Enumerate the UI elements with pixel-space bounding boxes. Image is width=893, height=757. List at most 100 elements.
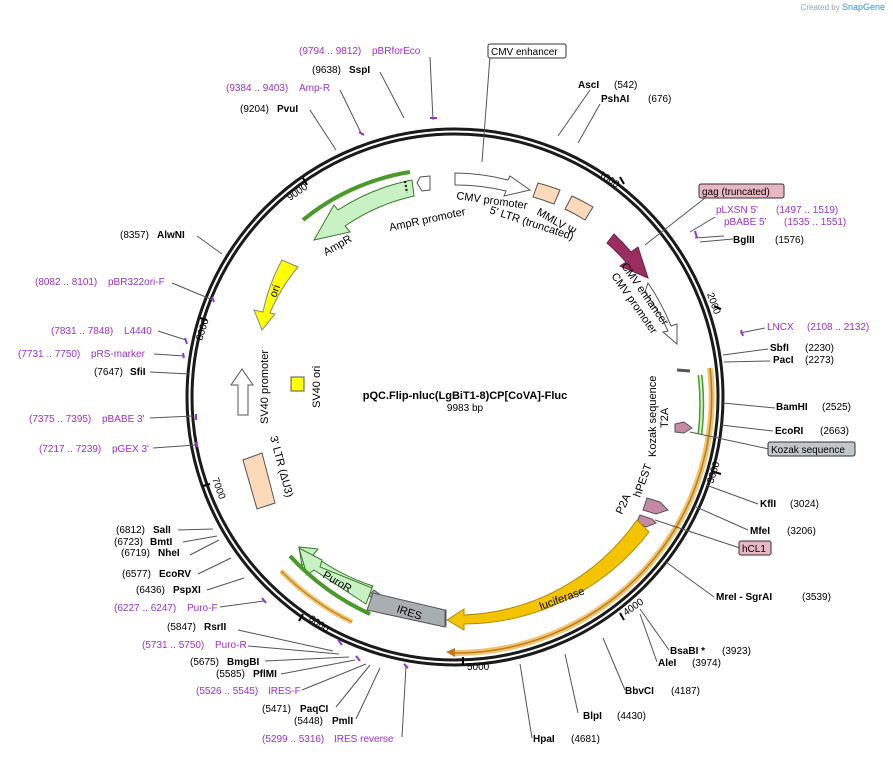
site-name[interactable]: PacI xyxy=(773,355,794,366)
hpest-feature[interactable] xyxy=(642,497,669,515)
site-name[interactable]: PshAI xyxy=(601,94,630,105)
primer-mark xyxy=(358,131,365,136)
cmv-promoter-top-arrow[interactable] xyxy=(454,172,532,197)
primer-mark xyxy=(211,296,215,303)
ampr-promoter-arrow[interactable] xyxy=(416,175,431,192)
site-name[interactable]: BglII xyxy=(733,235,755,246)
primer-name[interactable]: IRES-F xyxy=(268,686,301,697)
luciferase-arrow[interactable] xyxy=(446,519,650,631)
site-name[interactable]: MfeI xyxy=(750,526,770,537)
primer-mark xyxy=(355,655,361,662)
primer-name[interactable]: pRS-marker xyxy=(91,349,146,360)
site-name[interactable]: MreI - SgrAI xyxy=(716,592,772,603)
credit-prefix: Created by xyxy=(800,3,840,12)
mmlv-psi-feature[interactable] xyxy=(564,195,594,221)
site-name: gag (truncated) xyxy=(702,187,770,198)
site-name[interactable]: PaqCI xyxy=(300,704,329,715)
snapgene-logo: SnapGene xyxy=(841,2,885,12)
callout-line xyxy=(335,664,371,708)
primer-name[interactable]: pBR322ori-F xyxy=(108,277,165,288)
primer-name[interactable]: pLXSN 5' xyxy=(716,205,758,216)
callout-line xyxy=(309,109,337,151)
primer-name[interactable]: pBABE 3' xyxy=(102,414,145,425)
callout-line xyxy=(699,238,734,243)
site-name[interactable]: SbfI xyxy=(770,343,789,354)
primer-name[interactable]: LNCX xyxy=(767,322,794,333)
site-name[interactable]: NheI xyxy=(158,548,180,559)
gag-arrow[interactable] xyxy=(606,233,649,279)
site-name[interactable]: PvuI xyxy=(277,104,298,115)
ires-band[interactable] xyxy=(366,592,446,628)
site-name[interactable]: AleI xyxy=(658,658,677,669)
callout-line xyxy=(564,653,579,714)
callout-line xyxy=(379,71,405,119)
puror-orange-line xyxy=(280,570,353,623)
long-orf-arc-line xyxy=(451,367,713,654)
site-coord: (2525) xyxy=(822,402,851,413)
site-name[interactable]: BlpI xyxy=(583,711,602,722)
kozak-label: Kozak sequence xyxy=(647,376,659,457)
site-name[interactable]: BbvCI xyxy=(625,686,654,697)
primer-mark xyxy=(195,441,198,448)
callout-line xyxy=(152,444,197,449)
primer-name[interactable]: Puro-F xyxy=(187,603,218,614)
ori-arrow[interactable] xyxy=(253,259,299,331)
site-name[interactable]: AlwNI xyxy=(157,230,185,241)
site-name: CMV enhancer xyxy=(491,47,558,58)
sv40-ori-feature[interactable] xyxy=(290,376,305,392)
site-name[interactable]: AscI xyxy=(578,80,599,91)
tick-marks: 1000 2000 3000 4000 5000 6000 7000 8000 … xyxy=(194,169,722,673)
primer-mark xyxy=(403,663,409,669)
primer-name[interactable]: Puro-R xyxy=(215,640,247,651)
hpest-label: hPEST xyxy=(632,462,655,499)
ltr5-feature[interactable] xyxy=(532,182,561,205)
primer-name[interactable]: pBABE 5' xyxy=(724,217,767,228)
tick-6000 xyxy=(298,613,304,622)
site-name[interactable]: PspXI xyxy=(173,585,201,596)
site-name[interactable]: BmgBI xyxy=(227,657,259,668)
primer-name[interactable]: L4440 xyxy=(124,326,152,337)
primer-mark xyxy=(184,337,188,345)
site-name[interactable]: KflI xyxy=(760,499,776,510)
site-name[interactable]: RsrII xyxy=(204,622,226,633)
site-coord: (9204) xyxy=(240,104,269,115)
site-coord: (7647) xyxy=(94,367,123,378)
sv40-promoter-arrow[interactable] xyxy=(230,368,254,416)
site-name[interactable]: BsaBI * xyxy=(670,646,705,657)
primer-name[interactable]: IRES reverse xyxy=(334,734,394,745)
ltr3-feature[interactable] xyxy=(242,452,276,510)
site-name[interactable]: BmtI xyxy=(150,537,172,548)
site-name[interactable]: EcoRV xyxy=(159,569,191,580)
sv40-promoter-label: SV40 promoter xyxy=(259,350,271,424)
backbone-inner xyxy=(190,132,720,662)
site-name[interactable]: SspI xyxy=(349,65,370,76)
tick-9000 xyxy=(302,177,308,186)
site-coord: (6577) xyxy=(122,569,151,580)
site-name[interactable]: SfiI xyxy=(130,367,146,378)
cmv-enhancer-right-arrow[interactable] xyxy=(644,281,678,346)
site-name[interactable]: EcoRI xyxy=(775,426,804,437)
site-name[interactable]: PmlI xyxy=(332,716,353,727)
kozak-box[interactable] xyxy=(767,441,856,457)
gag-box[interactable] xyxy=(698,183,785,199)
primer-name[interactable]: pBRforEco xyxy=(372,46,421,57)
ampr-arrow[interactable] xyxy=(313,179,415,241)
cmv-enhancer-box[interactable] xyxy=(487,43,567,59)
hcl1-box[interactable] xyxy=(738,540,772,556)
site-name: Kozak sequence xyxy=(771,445,845,456)
primer-name[interactable]: pGEX 3' xyxy=(112,444,149,455)
t2a-feature[interactable] xyxy=(674,421,693,434)
callout-line xyxy=(689,431,770,450)
callout-line xyxy=(602,637,626,691)
primer-mark xyxy=(740,329,744,337)
callout-line xyxy=(720,424,774,432)
site-name[interactable]: BamHI xyxy=(776,402,808,413)
callout-line xyxy=(722,348,769,356)
callout-line xyxy=(401,665,407,738)
site-name[interactable]: HpaI xyxy=(533,734,555,745)
site-name[interactable]: PflMI xyxy=(253,669,277,680)
site-name[interactable]: SalI xyxy=(153,525,171,536)
puror-band[interactable] xyxy=(298,547,373,605)
primer-name[interactable]: Amp-R xyxy=(299,83,330,94)
callout-line xyxy=(247,645,340,655)
